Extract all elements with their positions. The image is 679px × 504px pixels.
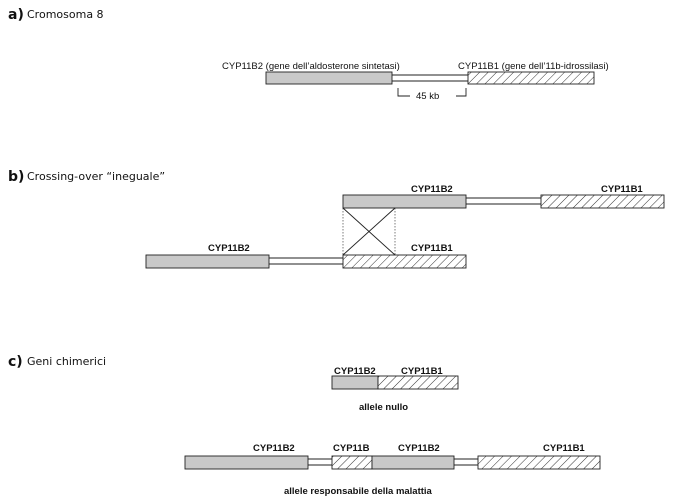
c2-caption: allele responsabile della malattia [284,486,433,497]
a-cyp11b2-label: CYP11B2 (gene dell’aldosterone sintetasi… [222,61,400,72]
b-top-cyp11b1-gene [540,194,665,209]
section-b-letter: b) [8,169,24,185]
b-top-cyp11b1-label: CYP11B1 [601,184,643,195]
b-bottom-cyp11b2-label: CYP11B2 [208,243,250,254]
c1-cyp11b2-label: CYP11B2 [334,366,376,377]
c2-cyp11b-label: CYP11B [333,443,370,454]
a-cyp11b1-label: CYP11B1 (gene dell’11b-idrossilasi) [458,61,609,72]
section-a-letter: a) [8,7,24,23]
a-gap-bracket-right [456,88,467,97]
section-a-title: Cromosoma 8 [27,8,104,21]
c2-cyp11b2-a-label: CYP11B2 [253,443,295,454]
c2-cyp11b2-b-label: CYP11B2 [398,443,440,454]
section-c-title: Geni chimerici [27,355,106,368]
c2-cyp11b2-b-gene [371,455,455,470]
c2-cyp11b-hatched [331,455,373,470]
b-top-cyp11b2-gene [342,194,467,209]
b-cross-diag-2 [342,207,396,256]
section-c-letter: c) [8,354,23,370]
c1-cyp11b1-label: CYP11B1 [401,366,443,377]
c1-cyp11b2-segment [331,375,379,390]
c2-cyp11b2-a-gene [184,455,309,470]
b-bottom-cyp11b1-gene [342,254,467,269]
a-cyp11b2-gene [265,71,393,85]
c1-caption: allele nullo [359,402,408,413]
b-bottom-cyp11b2-gene [145,254,270,269]
a-gap-label: 45 kb [416,91,439,102]
b-top-cyp11b2-label: CYP11B2 [411,184,453,195]
a-cyp11b1-gene [467,71,595,85]
c1-cyp11b1-segment [377,375,459,390]
c2-cyp11b1-label: CYP11B1 [543,443,585,454]
b-bottom-cyp11b1-label: CYP11B1 [411,243,453,254]
a-gap-bracket-left [397,88,410,97]
c2-cyp11b1-gene [477,455,601,470]
section-b-title: Crossing-over “ineguale” [27,170,165,183]
